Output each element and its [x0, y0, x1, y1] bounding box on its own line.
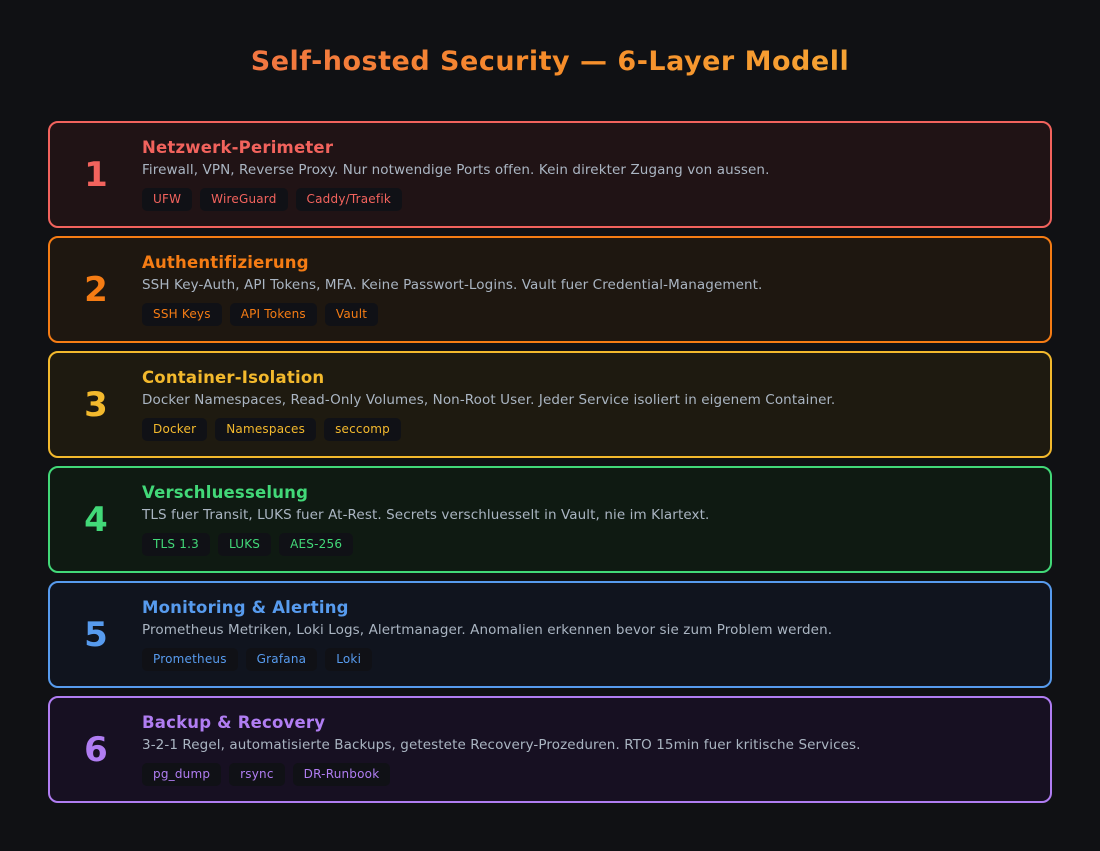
layer-tags: TLS 1.3 LUKS AES-256 [142, 533, 1022, 556]
layer-content: Monitoring & Alerting Prometheus Metrike… [142, 598, 1050, 671]
layer-title: Verschluesselung [142, 483, 309, 502]
layer-content: Verschluesselung TLS fuer Transit, LUKS … [142, 483, 1050, 556]
layer-tags: SSH Keys API Tokens Vault [142, 303, 1022, 326]
tag-pill: DR-Runbook [292, 763, 391, 786]
layer-content: Container-Isolation Docker Namespaces, R… [142, 368, 1050, 441]
layer-list: 1 Netzwerk-Perimeter Firewall, VPN, Reve… [48, 121, 1052, 803]
layer-description: Docker Namespaces, Read-Only Volumes, No… [142, 392, 836, 408]
tag-pill: WireGuard [200, 188, 288, 211]
tag-pill: Caddy/Traefik [295, 188, 403, 211]
tag-pill: pg_dump [142, 763, 222, 786]
layer-card: 1 Netzwerk-Perimeter Firewall, VPN, Reve… [48, 121, 1052, 228]
layer-title: Backup & Recovery [142, 713, 326, 732]
layer-title: Authentifizierung [142, 253, 309, 272]
tag-pill: UFW [142, 188, 193, 211]
tag-pill: Docker [142, 418, 208, 441]
layer-tags: UFW WireGuard Caddy/Traefik [142, 188, 1022, 211]
layer-number: 1 [84, 154, 108, 195]
tag-pill: Loki [325, 648, 373, 671]
layer-number: 3 [84, 384, 108, 425]
layer-number: 4 [84, 499, 108, 540]
layer-content: Backup & Recovery 3-2-1 Regel, automatis… [142, 713, 1050, 786]
layer-description: 3-2-1 Regel, automatisierte Backups, get… [142, 737, 861, 753]
layer-tags: Prometheus Grafana Loki [142, 648, 1022, 671]
page-title: Self-hosted Security — 6-Layer Modell [0, 46, 1100, 78]
layer-description: TLS fuer Transit, LUKS fuer At-Rest. Sec… [142, 507, 710, 523]
tag-pill: API Tokens [229, 303, 317, 326]
layer-card: 3 Container-Isolation Docker Namespaces,… [48, 351, 1052, 458]
tag-pill: Grafana [245, 648, 318, 671]
tag-pill: LUKS [217, 533, 272, 556]
layer-title: Container-Isolation [142, 368, 325, 387]
layer-number: 2 [84, 269, 108, 310]
layer-description: Firewall, VPN, Reverse Proxy. Nur notwen… [142, 162, 770, 178]
layer-tags: pg_dump rsync DR-Runbook [142, 763, 1022, 786]
layer-card: 2 Authentifizierung SSH Key-Auth, API To… [48, 236, 1052, 343]
tag-pill: Vault [324, 303, 379, 326]
layer-title: Netzwerk-Perimeter [142, 138, 334, 157]
tag-pill: AES-256 [279, 533, 354, 556]
tag-pill: Namespaces [215, 418, 317, 441]
layer-description: Prometheus Metriken, Loki Logs, Alertman… [142, 622, 833, 638]
layer-card: 6 Backup & Recovery 3-2-1 Regel, automat… [48, 696, 1052, 803]
tag-pill: SSH Keys [142, 303, 222, 326]
tag-pill: seccomp [324, 418, 401, 441]
tag-pill: rsync [229, 763, 285, 786]
layer-content: Authentifizierung SSH Key-Auth, API Toke… [142, 253, 1050, 326]
layer-number: 5 [84, 614, 108, 655]
layer-card: 5 Monitoring & Alerting Prometheus Metri… [48, 581, 1052, 688]
tag-pill: Prometheus [142, 648, 238, 671]
layer-tags: Docker Namespaces seccomp [142, 418, 1022, 441]
layer-description: SSH Key-Auth, API Tokens, MFA. Keine Pas… [142, 277, 763, 293]
layer-number: 6 [84, 729, 108, 770]
layer-content: Netzwerk-Perimeter Firewall, VPN, Revers… [142, 138, 1050, 211]
layer-card: 4 Verschluesselung TLS fuer Transit, LUK… [48, 466, 1052, 573]
layer-title: Monitoring & Alerting [142, 598, 349, 617]
tag-pill: TLS 1.3 [142, 533, 210, 556]
